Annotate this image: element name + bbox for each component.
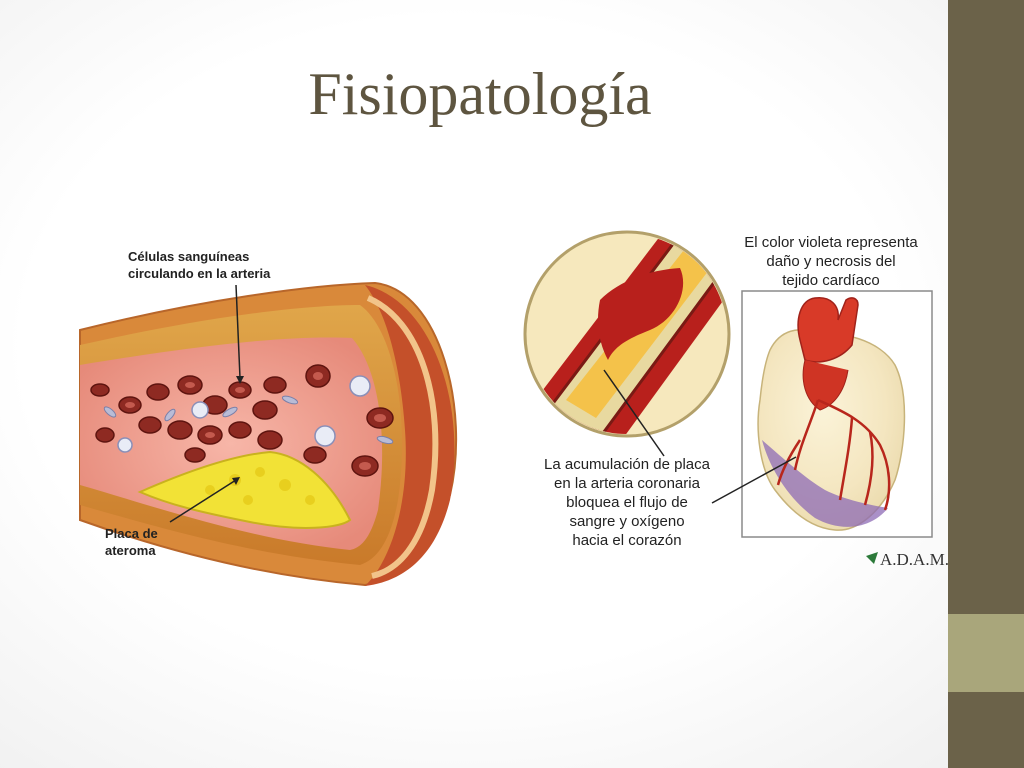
adam-logo-icon (866, 552, 878, 564)
label-plaque-buildup-line2: en la arteria coronaria (554, 475, 700, 492)
label-plaque-buildup-line3: bloquea el flujo de (566, 494, 688, 511)
label-blood-cells-line2: circulando en la arteria (128, 266, 271, 281)
artery-illustration (79, 281, 458, 587)
illustration-canvas (79, 230, 933, 587)
label-violet-line1: El color violeta representa (744, 234, 918, 251)
sidebar-accent (948, 614, 1024, 692)
label-violet-line2: daño y necrosis del (766, 253, 896, 270)
adam-logo-text: A.D.A.M. (880, 550, 949, 569)
label-plaque-buildup-line5: hacia el corazón (572, 532, 682, 549)
artery-zoom-illustration (523, 230, 731, 457)
label-plaque-buildup-line4: sangre y oxígeno (569, 513, 685, 530)
slide-title: Fisiopatología (308, 61, 652, 127)
label-plaque-line2: ateroma (105, 543, 156, 558)
label-violet-line3: tejido cardíaco (782, 272, 880, 289)
label-plaque-buildup-line1: La acumulación de placa (544, 456, 710, 473)
label-blood-cells-line1: Células sanguíneas (128, 249, 250, 264)
label-plaque-line1: Placa de (105, 526, 158, 541)
heart-illustration (711, 290, 933, 564)
